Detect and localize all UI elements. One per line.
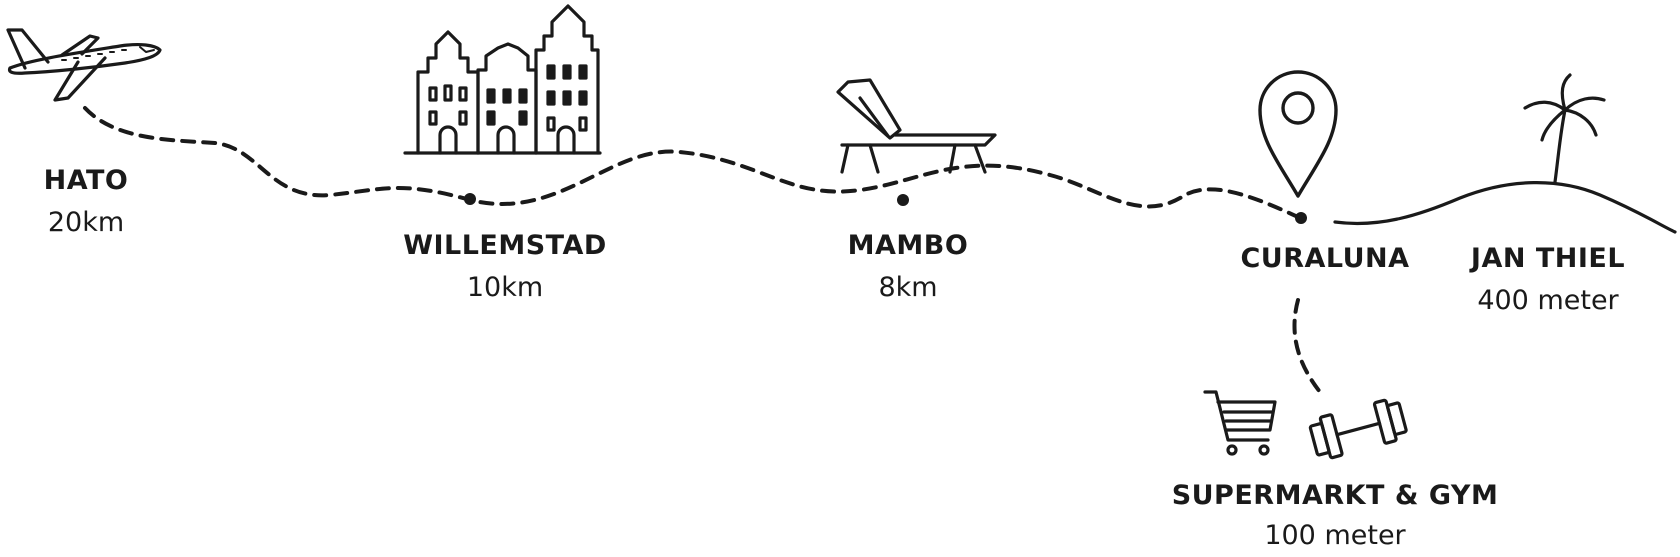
route-path (83, 106, 1302, 220)
stop-name: SUPERMARKT & GYM (1171, 480, 1499, 511)
shopping-cart-icon (1203, 390, 1277, 456)
waypoint-dot-willemstad (464, 193, 476, 205)
beach-lounger-icon (836, 78, 997, 174)
waypoint-dot-mambo (897, 194, 909, 206)
stop-name: JAN THIEL (1470, 243, 1626, 274)
stop-supermarkt-gym: SUPERMARKT & GYM 100 meter (1115, 480, 1555, 553)
stop-hato: HATO 20km (0, 165, 266, 240)
stop-janthiel: JAN THIEL 400 meter (1368, 243, 1680, 318)
stop-curaluna: CURALUNA (1145, 243, 1505, 275)
stop-distance: 8km (878, 272, 938, 304)
palm-tree-icon (1333, 73, 1677, 234)
waypoint-dot-curaluna (1295, 212, 1307, 224)
stop-distance: 10km (466, 272, 544, 304)
stop-willemstad: WILLEMSTAD 10km (325, 230, 685, 305)
location-pin-icon (1258, 70, 1338, 198)
stop-name: CURALUNA (1240, 243, 1410, 274)
branch-path (1292, 298, 1322, 394)
stop-mambo: MAMBO 8km (728, 230, 1088, 305)
stop-name: WILLEMSTAD (403, 230, 607, 261)
dutch-houses-icon (403, 4, 602, 155)
stop-distance: 400 meter (1477, 285, 1619, 317)
stop-distance: 20km (47, 207, 125, 239)
stop-distance: 100 meter (1264, 520, 1406, 552)
stop-name: MAMBO (847, 230, 969, 261)
airplane-icon (6, 28, 162, 102)
stop-name: HATO (43, 165, 129, 196)
dumbbell-icon (1308, 398, 1408, 460)
